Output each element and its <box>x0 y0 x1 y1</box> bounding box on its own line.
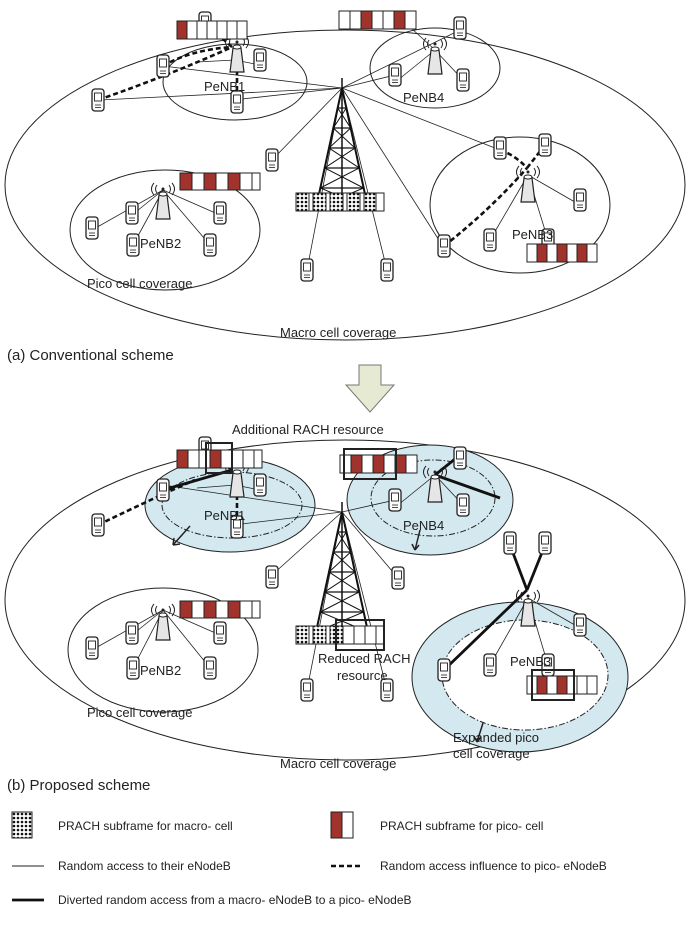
pico-label-3-b: PeNB3 <box>510 654 551 669</box>
legend-thin-label: Random access to their eNodeB <box>58 859 231 873</box>
legend: PRACH subframe for macro- cell PRACH sub… <box>11 811 607 907</box>
transition-arrow <box>344 364 396 413</box>
caption-a: (a) Conventional scheme <box>7 347 174 364</box>
subframe-strips-b <box>176 442 598 701</box>
pico-label-2-a: PeNB2 <box>140 236 181 251</box>
pico-label-3-a: PeNB3 <box>512 227 553 242</box>
pico-label-2-b: PeNB2 <box>140 663 181 678</box>
caption-b: (b) Proposed scheme <box>7 777 150 794</box>
pico-label-4-b: PeNB4 <box>403 518 444 533</box>
macro-coverage-a <box>4 29 686 341</box>
macro-coverage-label-b: Macro cell coverage <box>280 756 396 771</box>
macro-links-a <box>99 29 501 271</box>
legend-pico-swatch-red <box>330 811 343 839</box>
pico-coverage-2-a <box>69 169 261 291</box>
macro-coverage-label-a: Macro cell coverage <box>280 325 396 340</box>
pico-label-1-b: PeNB1 <box>204 508 245 523</box>
expansion-arrows-b <box>172 525 484 743</box>
pico-coverage-2-b <box>67 587 259 713</box>
legend-pico-label: PRACH subframe for pico- cell <box>380 819 543 833</box>
macro-links-b <box>162 484 399 691</box>
expanded-label-1: Expanded pico <box>453 730 539 745</box>
pico-coverage-label-b: Pico cell coverage <box>87 705 193 720</box>
legend-dashed-label: Random access influence to pico- eNodeB <box>380 859 607 873</box>
legend-macro-swatch <box>11 811 33 839</box>
legend-pico-swatch-white <box>341 811 354 839</box>
additional-rach-label: Additional RACH resource <box>232 422 384 437</box>
subframe-strips-a <box>176 10 598 263</box>
pico-coverage-label-a: Pico cell coverage <box>87 276 193 291</box>
pico-label-4-a: PeNB4 <box>403 90 444 105</box>
panel-b: Additional RACH resource <box>4 422 686 794</box>
expanded-label-2: cell coverage <box>453 746 530 761</box>
legend-thick-label: Diverted random access from a macro- eNo… <box>58 893 412 907</box>
legend-macro-label: PRACH subframe for macro- cell <box>58 819 233 833</box>
pico-coverage-4-b <box>370 459 496 537</box>
pico-coverage-1-a <box>162 43 308 121</box>
reduced-rach-label-1: Reduced RACH <box>318 651 411 666</box>
panel-a: PeNB1 PeNB4 PeNB2 PeNB3 Pico cell covera… <box>4 10 686 364</box>
macro-coverage-b <box>4 439 686 761</box>
pico-coverage-3-a <box>429 136 611 274</box>
pico-label-1-a: PeNB1 <box>204 79 245 94</box>
reduced-rach-label-2: resource <box>337 668 388 683</box>
pico-coverage-4-a <box>369 27 501 109</box>
